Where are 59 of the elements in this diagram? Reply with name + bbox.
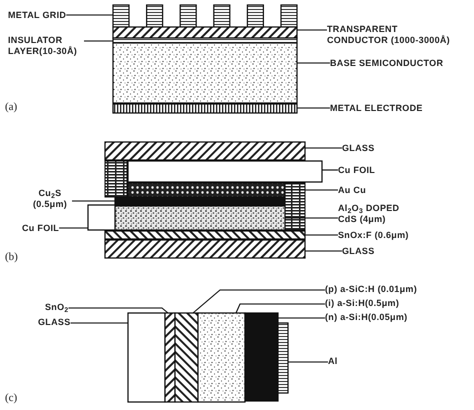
layer-label: Cu FOIL [338,165,376,176]
layer-label: SnOx:F (0.6μm) [338,230,409,241]
layer-label: (i) a-Si:H(0.5μm) [325,298,400,309]
striped-layer [112,103,298,114]
layer-label: BASE SEMICONDUCTOR [330,58,444,69]
hatched-layer [112,26,298,39]
dark-layer [114,197,286,207]
dark-layer [244,312,279,402]
layer-label: GLASS [38,317,71,328]
panel-label: (a) [5,101,18,114]
layer-label: Cu$_{2}$S (0.5μm) [28,188,72,210]
leader-line [236,303,325,314]
plain-layer [127,160,323,183]
panel-label: (b) [5,251,18,264]
panel-label: (c) [5,392,18,405]
leader-line [288,361,328,363]
grid-fingers [112,4,298,28]
leader-line [68,307,168,314]
leader-line [66,14,113,16]
hatched-layer [104,239,306,259]
hatched-layer [164,312,176,403]
layer-label: (p) a-SiC:H (0.01μm) [325,284,418,295]
leader-line [59,227,88,229]
leader-line [297,29,327,31]
leader-line [192,289,325,314]
leader-line [285,189,338,191]
leader-line [297,107,330,109]
dotted-layer [197,312,246,403]
leader-line [285,217,338,219]
leader-line [70,322,128,324]
leader-line [305,250,342,252]
layer-label: GLASS [342,143,375,154]
hatched-layer [104,230,306,240]
plain-layer [127,312,166,403]
leader-line [305,234,338,236]
striped-layer [277,322,289,394]
leader-line [72,200,115,202]
dotted-layer [114,205,286,231]
hatched-layer [174,312,199,403]
layer-label: Al [328,356,338,367]
layer-label: SnO$_{2}$ [45,302,68,313]
layer-label: Au Cu [338,185,366,196]
leader-line [278,317,325,319]
layer-label: Al$_{2}$O$_{3}$ DOPED CdS (4μm) [338,203,406,225]
leader-line [84,40,113,42]
crosshatched-layer [127,182,286,198]
layer-label: Cu FOIL [22,223,60,234]
leader-line [322,169,338,171]
layer-label: GLASS [342,246,375,257]
layer-label: INSULATOR LAYER(10-30Å) [8,35,84,57]
hatched-layer [104,141,306,161]
layer-label: METAL ELECTRODE [330,103,423,114]
plain-layer [87,204,116,231]
layer-label: METAL GRID [8,10,66,21]
dotted-layer [112,42,298,104]
leader-line [305,147,342,149]
layer-label: TRANSPARENT CONDUCTOR (1000-3000Å) [327,24,459,46]
layer-label: (n) a-Si:H(0.05μm) [325,312,408,323]
leader-line [297,62,330,64]
